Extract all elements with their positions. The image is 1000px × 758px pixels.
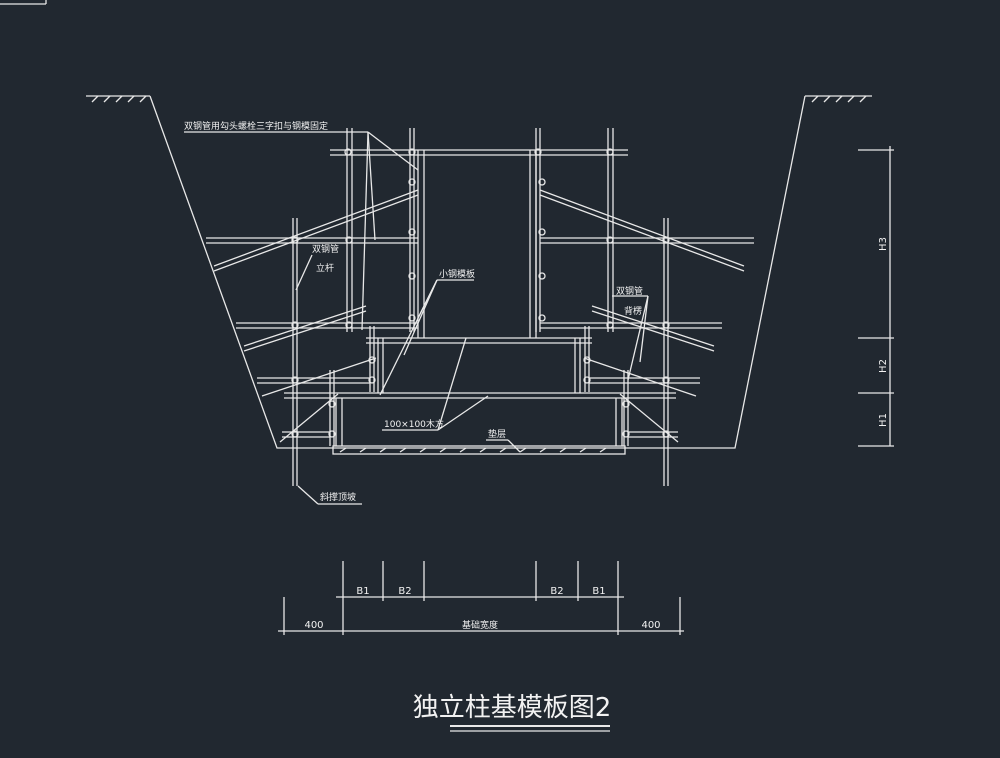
- dim-base-width: 基础宽度: [462, 619, 498, 631]
- cushion-label: 垫层: [488, 428, 506, 440]
- base-formwork: [284, 392, 676, 446]
- right-purlin-label: 背楞: [624, 305, 642, 317]
- horizontal-dimension: [278, 561, 684, 635]
- top-pipe-note: 双钢管用勾头螺栓三字扣与钢模固定: [184, 120, 328, 132]
- vertical-posts: [292, 128, 669, 486]
- step-formwork: [366, 337, 592, 393]
- dim-b2-right: B2: [550, 586, 563, 597]
- dim-h2: H2: [878, 359, 889, 373]
- couplers: [291, 148, 670, 438]
- vertical-dimension: [858, 146, 894, 447]
- leader-lines: [184, 131, 649, 505]
- slope-braces: [213, 189, 745, 443]
- horizontal-pipes: [206, 149, 754, 438]
- right-pipe-label: 双钢管: [616, 285, 643, 297]
- dim-h1: H1: [878, 413, 889, 427]
- dim-b1-left: B1: [356, 586, 369, 597]
- timber-label: 100×100木方: [384, 418, 444, 430]
- left-pipe-label: 双钢管: [312, 243, 339, 255]
- dim-b1-right: B1: [592, 586, 605, 597]
- small-formwork-label: 小钢模板: [439, 268, 475, 280]
- left-post-label: 立杆: [316, 262, 334, 274]
- corner-mark: [0, 0, 47, 5]
- column-formwork: [417, 150, 537, 338]
- excavation-profile: [86, 95, 872, 449]
- ground-hatch-right: [811, 95, 867, 103]
- cushion-layer: [332, 445, 626, 455]
- ground-hatch-left: [91, 95, 147, 103]
- dim-h3: H3: [878, 237, 889, 251]
- dim-edge-left: 400: [304, 620, 323, 631]
- brace-label: 斜撑顶坡: [320, 491, 356, 503]
- dim-edge-right: 400: [641, 620, 660, 631]
- dim-b2-left: B2: [398, 586, 411, 597]
- drawing-title: 独立柱基模板图2: [413, 693, 612, 723]
